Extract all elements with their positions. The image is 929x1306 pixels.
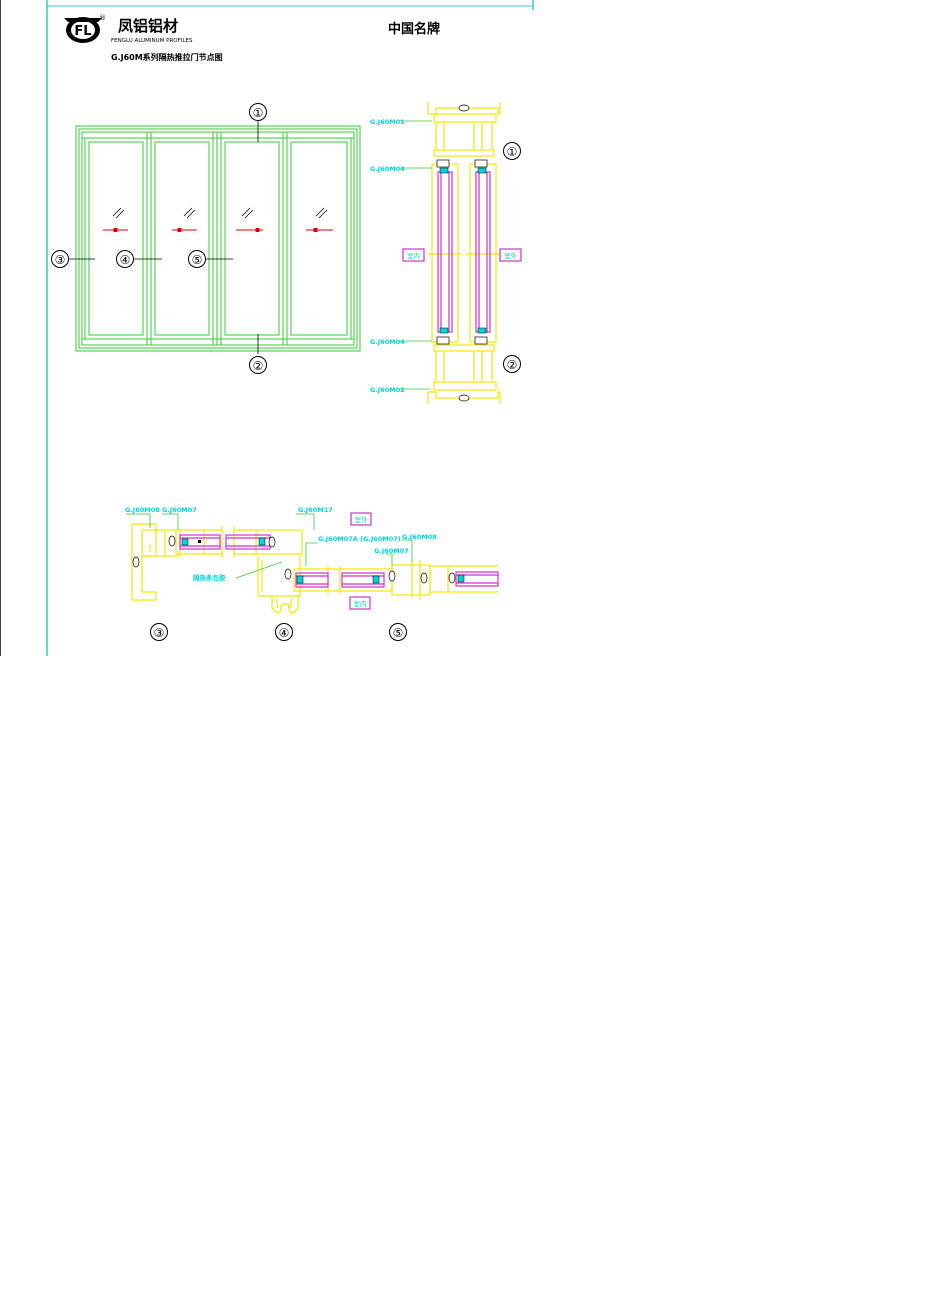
hs-thermal-note: 隔热条包胶 (193, 573, 226, 582)
hs-code-jamb: G.J60M08 (125, 506, 160, 514)
door-elevation (75, 125, 361, 352)
hs-bottom-badge (349, 596, 371, 610)
vs-outdoor-label: 室外 (504, 251, 518, 260)
vs-indoor-label: 室内 (407, 251, 420, 260)
hs-top-badge (350, 512, 372, 526)
cad-drawing: FL ® 凤铝铝材 FENGLU ALUMINUM PROFILES G.J60… (0, 0, 534, 656)
svg-text:FL: FL (74, 24, 91, 39)
vs-marker-top: ① (507, 145, 518, 159)
registered-mark: ® (99, 14, 106, 22)
hs-marker-3: ③ (154, 626, 165, 640)
marker-3: ③ (55, 253, 66, 267)
china-brand-title: 中国名牌 (388, 21, 440, 37)
elevation-markers: ① ② ③ ④ ⑤ (51, 103, 267, 374)
hs-marker-4: ④ (279, 626, 290, 640)
hs-top-badge-label: 室外 (355, 515, 369, 524)
drawing-sheet: FL ® 凤铝铝材 FENGLU ALUMINUM PROFILES G.J60… (0, 0, 535, 656)
brand-logo: FL (64, 17, 102, 43)
horizontal-section: G.J60M08 G.J60M07 G.J60M17 G.J60M07A (G.… (125, 506, 499, 641)
section-leaders (69, 121, 259, 354)
hs-bottom-badge-label: 室内 (354, 599, 367, 608)
marker-1: ① (253, 106, 264, 120)
vs-indoor-badge (402, 248, 425, 262)
hs-code-sash-right: G.J60M07 (374, 547, 409, 555)
marker-4: ④ (120, 253, 131, 267)
vs-outdoor-badge (499, 248, 522, 262)
brand-name-cn: 凤铝铝材 (118, 17, 178, 35)
vs-code-lower: G.J60M04 (370, 338, 405, 346)
vertical-section: G.J60M01 G.J60M04 G.J60M04 G.J60M02 室内 室… (370, 102, 522, 404)
hs-marker-5: ⑤ (393, 626, 404, 640)
hs-code-interlock-alt: G.J60M07A (G.J60M07) (318, 535, 401, 543)
hs-code-sash-left: G.J60M07 (162, 506, 197, 514)
marker-5: ⑤ (192, 253, 203, 267)
vs-code-upper: G.J60M04 (370, 165, 405, 173)
vs-code-bottom: G.J60M02 (370, 386, 405, 394)
hs-code-jamb-right: G.J60M08 (402, 533, 437, 541)
vs-marker-bottom: ② (507, 358, 518, 372)
glass-hatch-marks (112, 207, 328, 219)
drawing-title: G.J60M系列隔热推拉门节点图 (111, 52, 223, 62)
marker-2: ② (253, 359, 264, 373)
hs-code-interlock: G.J60M17 (298, 506, 333, 514)
door-handles (103, 228, 333, 232)
brand-name-en: FENGLU ALUMINUM PROFILES (111, 38, 193, 44)
vs-code-top: G.J60M01 (370, 118, 405, 126)
